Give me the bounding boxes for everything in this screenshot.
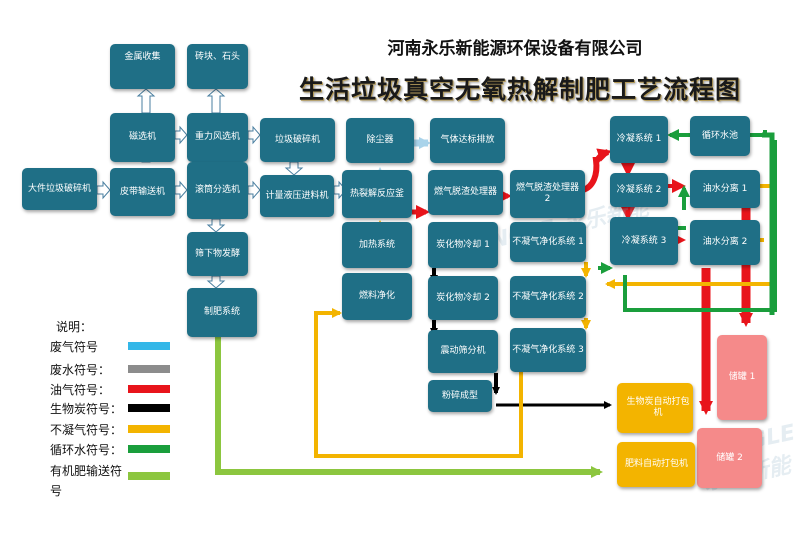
circulation-lines: [598, 129, 777, 312]
circulation-return: [762, 132, 775, 315]
legend-label-circulating-water: 循环水符号：: [50, 443, 123, 457]
legend-swatch-non-condensable-gas: [128, 425, 170, 433]
circulating-pool-box: 循环水池: [690, 116, 750, 156]
oil-water-sep-2-box: 油水分离 2: [690, 220, 760, 265]
legend-label-oil-gas: 油气符号：: [50, 383, 111, 397]
gas-processor-2-box: 燃气脱渣处理器 2: [510, 170, 585, 218]
bricks-stones-box: 砖块、石头: [187, 44, 248, 89]
condenser-3-box: 冷凝系统 3: [610, 217, 678, 265]
char-cooling-2-box: 炭化物冷却 2: [428, 276, 498, 320]
legend-swatch-circulating-water: [128, 445, 170, 453]
fertilizer-packer-box: 肥料自动打包机: [617, 442, 695, 487]
metal-collection-box: 金属收集: [110, 44, 175, 89]
legend-label-waste-water: 废水符号：: [50, 363, 111, 377]
condenser-1-box: 冷凝系统 1: [610, 116, 668, 163]
dust-remover-box: 除尘器: [346, 118, 414, 163]
heating-system-box: 加热系统: [342, 222, 412, 268]
magnetic-separator-box: 磁选机: [110, 113, 175, 162]
vibrating-screen-box: 震动筛分机: [428, 330, 498, 373]
fertilizer-line: [215, 337, 603, 478]
bulk-crusher-box: 大件垃圾破碎机: [22, 168, 97, 210]
oil-gas-arrow-3: [581, 157, 600, 193]
condenser-2-box: 冷凝系统 2: [610, 173, 668, 207]
pyrolysis-kettle-box: 热裂解反应釜: [342, 170, 412, 218]
company-name: 河南永乐新能源环保设备有限公司: [387, 39, 643, 59]
legend-title: 说明：: [56, 320, 93, 334]
page-title: 生活垃圾真空无氧热解制肥工艺流程图: [298, 75, 741, 104]
legend-label-biochar: 生物炭符号：: [50, 402, 123, 416]
legend-swatch-waste-water: [128, 365, 170, 373]
biochar-packer-box: 生物炭自动打包机: [617, 383, 693, 433]
char-cooling-1-box: 炭化物冷却 1: [428, 222, 498, 268]
belt-conveyor-box: 皮带输送机: [110, 168, 175, 216]
ncg-purify-1-box: 不凝气净化系统 1: [510, 222, 586, 262]
fertilizer-system-box: 制肥系统: [187, 288, 257, 337]
legend-label-non-condensable-gas: 不凝气符号：: [50, 423, 123, 437]
fuel-purification-box: 燃料净化: [342, 273, 412, 320]
legend-label-waste-gas: 废气符号: [50, 340, 99, 354]
ncg-purify-3-box: 不凝气净化系统 3: [510, 328, 586, 372]
legend-swatch-oil-gas: [128, 385, 170, 393]
drum-screen-box: 滚筒分选机: [187, 162, 248, 219]
legend-label-fertilizer-transport: 有机肥输送符号: [50, 464, 123, 498]
legend-swatch-biochar: [128, 404, 170, 412]
ncg-purify-2-box: 不凝气净化系统 2: [510, 276, 586, 318]
screen-fermentation-box: 筛下物发酵: [187, 232, 248, 276]
tank-2-box: 储罐 2: [697, 428, 762, 488]
gas-emission-box: 气体达标排放: [430, 118, 505, 163]
crushing-forming-box: 粉碎成型: [428, 380, 492, 412]
legend-swatch-fertilizer-transport: [128, 472, 170, 480]
metering-feeder-box: 计量液压进料机: [260, 175, 334, 217]
legend-swatch-waste-gas: [128, 342, 170, 350]
oil-gas-arrow-3b: [593, 148, 612, 164]
gas-processor-1-box: 燃气脱渣处理器: [428, 170, 503, 215]
garbage-crusher-box: 垃圾破碎机: [260, 118, 335, 162]
oil-water-sep-1-box: 油水分离 1: [690, 170, 760, 208]
tank-1-box: 储罐 1: [717, 335, 767, 420]
gravity-separator-box: 重力风选机: [187, 113, 248, 162]
